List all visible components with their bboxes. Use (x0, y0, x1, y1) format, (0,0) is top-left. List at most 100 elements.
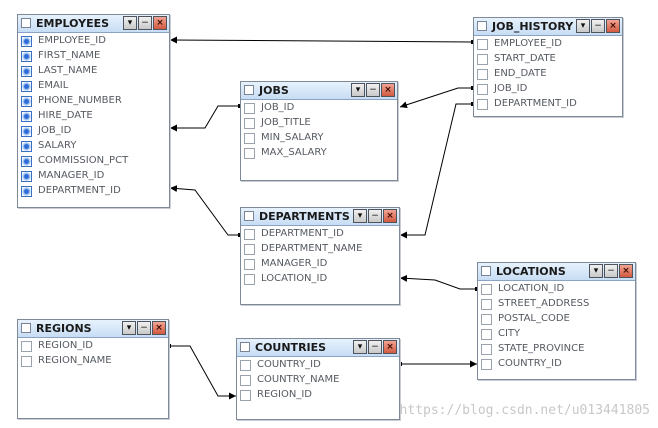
field-checkbox[interactable] (244, 274, 255, 285)
close-icon[interactable]: × (383, 340, 397, 354)
field-checkbox[interactable] (481, 314, 492, 325)
field-checkbox[interactable] (21, 66, 32, 77)
field-checkbox[interactable] (21, 341, 32, 352)
table-select-checkbox[interactable] (244, 211, 254, 221)
table-select-checkbox[interactable] (481, 266, 491, 276)
field-row[interactable]: STATE_PROVINCE (478, 342, 635, 357)
field-checkbox[interactable] (240, 375, 251, 386)
field-row[interactable]: EMPLOYEE_ID (18, 34, 169, 49)
field-checkbox[interactable] (477, 69, 488, 80)
table-header[interactable]: JOB_HISTORY▾−× (474, 18, 622, 36)
table-select-checkbox[interactable] (240, 342, 250, 352)
minimize-icon[interactable]: − (137, 321, 151, 335)
dropdown-icon[interactable]: ▾ (353, 209, 367, 223)
field-checkbox[interactable] (21, 36, 32, 47)
table-header[interactable]: LOCATIONS▾−× (478, 263, 635, 281)
field-row[interactable]: CITY (478, 327, 635, 342)
dropdown-icon[interactable]: ▾ (351, 83, 365, 97)
field-checkbox[interactable] (240, 390, 251, 401)
close-icon[interactable]: × (383, 209, 397, 223)
minimize-icon[interactable]: − (138, 16, 152, 30)
minimize-icon[interactable]: − (368, 209, 382, 223)
field-checkbox[interactable] (21, 96, 32, 107)
field-row[interactable]: PHONE_NUMBER (18, 94, 169, 109)
dropdown-icon[interactable]: ▾ (589, 264, 603, 278)
field-checkbox[interactable] (244, 259, 255, 270)
table-header[interactable]: EMPLOYEES▾−× (18, 15, 169, 33)
field-row[interactable]: REGION_ID (237, 388, 399, 403)
field-row[interactable]: JOB_TITLE (241, 116, 397, 131)
field-checkbox[interactable] (244, 118, 255, 129)
dropdown-icon[interactable]: ▾ (123, 16, 137, 30)
field-checkbox[interactable] (244, 133, 255, 144)
dropdown-icon[interactable]: ▾ (353, 340, 367, 354)
field-row[interactable]: DEPARTMENT_ID (18, 184, 169, 199)
field-row[interactable]: POSTAL_CODE (478, 312, 635, 327)
table-header[interactable]: REGIONS▾−× (18, 320, 168, 338)
table-header[interactable]: DEPARTMENTS▾−× (241, 208, 399, 226)
field-checkbox[interactable] (21, 356, 32, 367)
field-checkbox[interactable] (21, 51, 32, 62)
field-checkbox[interactable] (477, 39, 488, 50)
close-icon[interactable]: × (381, 83, 395, 97)
field-row[interactable]: FIRST_NAME (18, 49, 169, 64)
close-icon[interactable]: × (619, 264, 633, 278)
field-row[interactable]: STREET_ADDRESS (478, 297, 635, 312)
close-icon[interactable]: × (153, 16, 167, 30)
field-checkbox[interactable] (481, 299, 492, 310)
field-checkbox[interactable] (481, 344, 492, 355)
minimize-icon[interactable]: − (366, 83, 380, 97)
field-row[interactable]: SALARY (18, 139, 169, 154)
field-checkbox[interactable] (21, 126, 32, 137)
field-row[interactable]: EMAIL (18, 79, 169, 94)
minimize-icon[interactable]: − (604, 264, 618, 278)
field-row[interactable]: JOB_ID (474, 82, 622, 97)
minimize-icon[interactable]: − (591, 19, 605, 33)
table-select-checkbox[interactable] (477, 21, 487, 31)
field-row[interactable]: COUNTRY_ID (237, 358, 399, 373)
field-row[interactable]: DEPARTMENT_ID (241, 227, 399, 242)
field-checkbox[interactable] (477, 54, 488, 65)
field-checkbox[interactable] (481, 329, 492, 340)
field-checkbox[interactable] (244, 244, 255, 255)
field-row[interactable]: LOCATION_ID (241, 272, 399, 287)
field-row[interactable]: MANAGER_ID (18, 169, 169, 184)
field-row[interactable]: MAX_SALARY (241, 146, 397, 161)
table-header[interactable]: JOBS▾−× (241, 82, 397, 100)
field-row[interactable]: DEPARTMENT_ID (474, 97, 622, 112)
field-row[interactable]: COUNTRY_ID (478, 357, 635, 372)
field-row[interactable]: REGION_ID (18, 339, 168, 354)
table-select-checkbox[interactable] (244, 85, 254, 95)
field-checkbox[interactable] (21, 81, 32, 92)
field-checkbox[interactable] (244, 103, 255, 114)
field-row[interactable]: JOB_ID (241, 101, 397, 116)
field-row[interactable]: REGION_NAME (18, 354, 168, 369)
field-checkbox[interactable] (244, 148, 255, 159)
field-checkbox[interactable] (21, 156, 32, 167)
field-row[interactable]: END_DATE (474, 67, 622, 82)
close-icon[interactable]: × (606, 19, 620, 33)
field-checkbox[interactable] (240, 360, 251, 371)
field-checkbox[interactable] (477, 99, 488, 110)
field-row[interactable]: START_DATE (474, 52, 622, 67)
dropdown-icon[interactable]: ▾ (122, 321, 136, 335)
field-checkbox[interactable] (21, 171, 32, 182)
table-select-checkbox[interactable] (21, 323, 31, 333)
dropdown-icon[interactable]: ▾ (576, 19, 590, 33)
minimize-icon[interactable]: − (368, 340, 382, 354)
field-checkbox[interactable] (21, 111, 32, 122)
field-row[interactable]: EMPLOYEE_ID (474, 37, 622, 52)
field-row[interactable]: COUNTRY_NAME (237, 373, 399, 388)
field-checkbox[interactable] (244, 229, 255, 240)
field-row[interactable]: DEPARTMENT_NAME (241, 242, 399, 257)
field-row[interactable]: COMMISSION_PCT (18, 154, 169, 169)
field-row[interactable]: LAST_NAME (18, 64, 169, 79)
close-icon[interactable]: × (152, 321, 166, 335)
field-row[interactable]: MANAGER_ID (241, 257, 399, 272)
table-select-checkbox[interactable] (21, 18, 31, 28)
